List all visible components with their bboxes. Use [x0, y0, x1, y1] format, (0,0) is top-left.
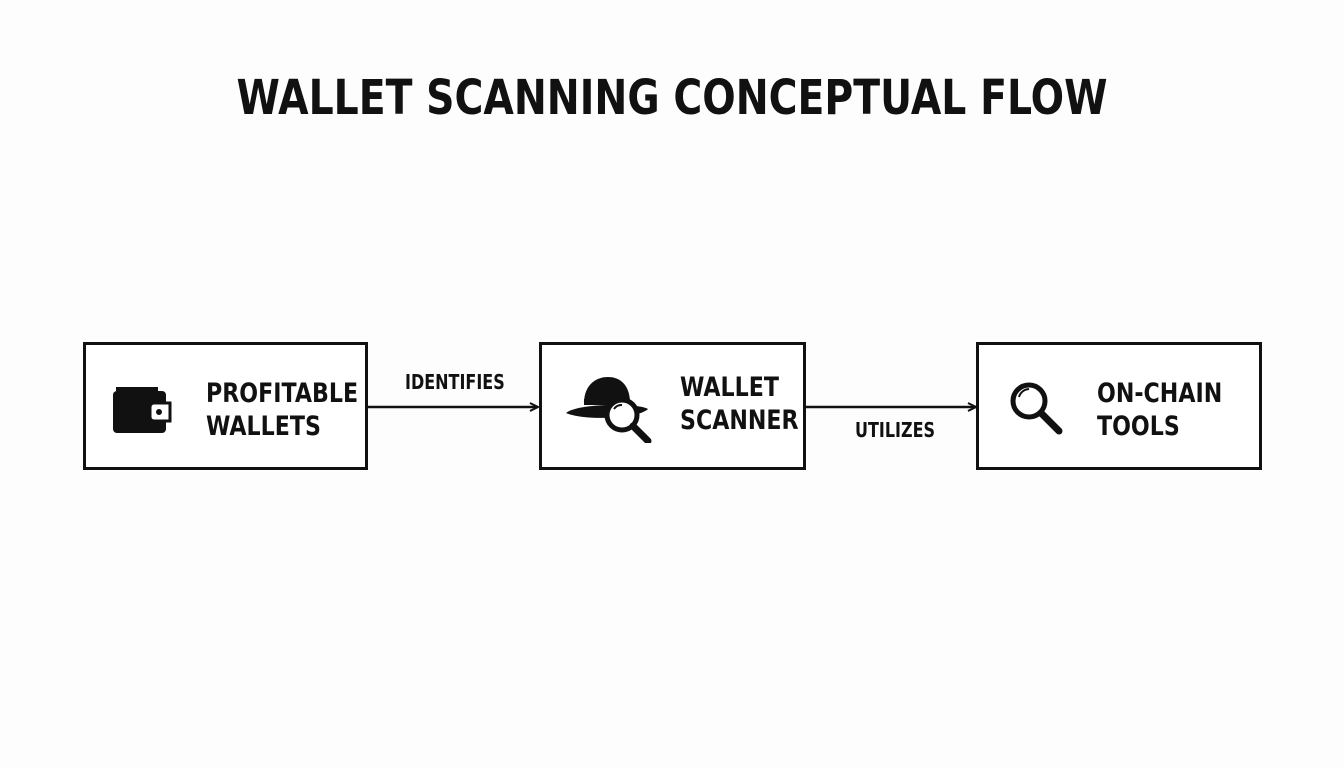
node-label-line: SCANNER — [680, 405, 799, 436]
node-label-line: WALLET — [680, 372, 780, 403]
magnifying-glass-icon — [1010, 382, 1063, 435]
node-label-line: PROFITABLE — [206, 378, 359, 409]
edge-label-identifies: IDENTIFIES — [405, 370, 505, 394]
diagram-title: WALLET SCANNING CONCEPTUAL FLOW — [236, 70, 1108, 126]
node-on-chain-tools: ON-CHAIN TOOLS — [976, 342, 1262, 470]
node-label-on-chain-tools: ON-CHAIN TOOLS — [1097, 377, 1222, 443]
wallet-icon — [113, 387, 172, 433]
node-profitable-wallets: PROFITABLE WALLETS — [83, 342, 368, 470]
node-wallet-scanner: WALLET SCANNER — [539, 342, 806, 470]
node-label-line: TOOLS — [1097, 411, 1180, 442]
node-label-line: WALLETS — [206, 411, 321, 442]
node-label-profitable-wallets: PROFITABLE WALLETS — [206, 377, 358, 443]
edge-label-utilizes: UTILIZES — [855, 418, 936, 442]
detective-hat-magnifier-icon — [566, 377, 652, 443]
node-label-wallet-scanner: WALLET SCANNER — [680, 371, 799, 437]
node-label-line: ON-CHAIN — [1097, 378, 1223, 409]
